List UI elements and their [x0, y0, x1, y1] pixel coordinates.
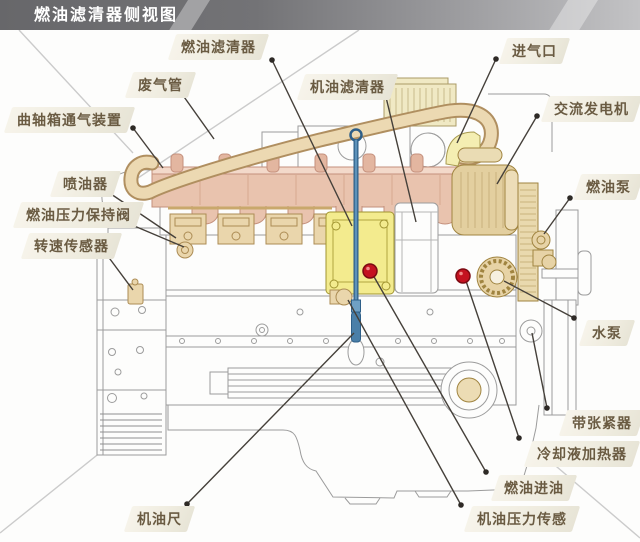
- red-marker-highlight: [366, 266, 370, 271]
- leader-line-fuel-filter: [271, 59, 353, 227]
- pumps-and-pulleys: [476, 182, 557, 302]
- part-label-fuel-pressure-valve: 燃油压力保持阀: [17, 202, 140, 228]
- leader-dot-fuel-filter: [269, 57, 275, 63]
- part-label-fuel-inlet: 燃油进油: [495, 475, 573, 501]
- engine-base: [96, 93, 592, 505]
- leader-line-fuel-pump: [543, 197, 571, 235]
- leader-line-coolant-heater: [465, 280, 520, 439]
- red-marker-1: [362, 263, 378, 279]
- leader-dot-fuel-pump: [567, 195, 573, 201]
- part-label-alternator: 交流发电机: [545, 96, 638, 122]
- part-label-fuel-pump: 燃油泵: [577, 174, 640, 200]
- oil-filter-canister: [394, 202, 439, 294]
- leader-line-oil-dipstick: [186, 332, 355, 505]
- part-label-exhaust-pipe: 废气管: [129, 72, 192, 98]
- part-label-oil-filter: 机油滤清器: [301, 74, 394, 100]
- part-label-air-intake: 进气口: [503, 38, 566, 64]
- leader-line-crankcase-breather: [132, 127, 164, 169]
- banner-stripe: [545, 0, 601, 30]
- leader-dot-alternator: [534, 113, 540, 119]
- leader-line-fuel-inlet: [372, 274, 487, 473]
- leader-line-alternator: [496, 115, 538, 185]
- leader-line-air-intake: [456, 58, 497, 144]
- leader-dot-belt-tensioner: [544, 405, 550, 411]
- part-label-fuel-filter: 燃油滤清器: [172, 34, 265, 60]
- leader-line-exhaust-pipe: [181, 93, 215, 140]
- leader-line-water-pump: [503, 280, 575, 319]
- leader-dot-crankcase-breather: [130, 125, 136, 131]
- leader-line-injector: [107, 191, 177, 239]
- leader-line-oil-pressure-sensor: [347, 299, 462, 506]
- leader-dot-coolant-heater: [516, 435, 522, 441]
- part-label-oil-dipstick: 机油尺: [128, 506, 191, 532]
- part-label-coolant-heater: 冷却液加热器: [528, 441, 636, 467]
- leader-dot-fuel-inlet: [483, 469, 489, 475]
- leader-dot-water-pump: [571, 315, 577, 321]
- part-label-oil-pressure-sensor: 机油压力传感: [468, 506, 576, 532]
- leader-line-oil-filter: [384, 92, 417, 223]
- leader-line-fuel-pressure-valve: [131, 224, 185, 248]
- red-marker-highlight: [459, 271, 463, 276]
- leader-line-belt-tensioner: [531, 332, 548, 409]
- part-label-belt-tensioner: 带张紧器: [563, 410, 640, 436]
- page-title: 燃油滤清器侧视图: [34, 5, 179, 24]
- breather-pipe: [123, 102, 499, 201]
- leader-line-speed-sensor: [106, 254, 134, 291]
- title-banner: 燃油滤清器侧视图: [0, 0, 640, 30]
- part-label-injector: 喷油器: [54, 171, 117, 197]
- part-label-crankcase-breather: 曲轴箱通气装置: [8, 107, 131, 133]
- red-marker-2: [455, 268, 471, 284]
- part-label-water-pump: 水泵: [583, 320, 631, 346]
- leader-dot-air-intake: [493, 56, 499, 62]
- leader-dot-oil-pressure-sensor: [458, 502, 464, 508]
- part-label-speed-sensor: 转速传感器: [25, 233, 118, 259]
